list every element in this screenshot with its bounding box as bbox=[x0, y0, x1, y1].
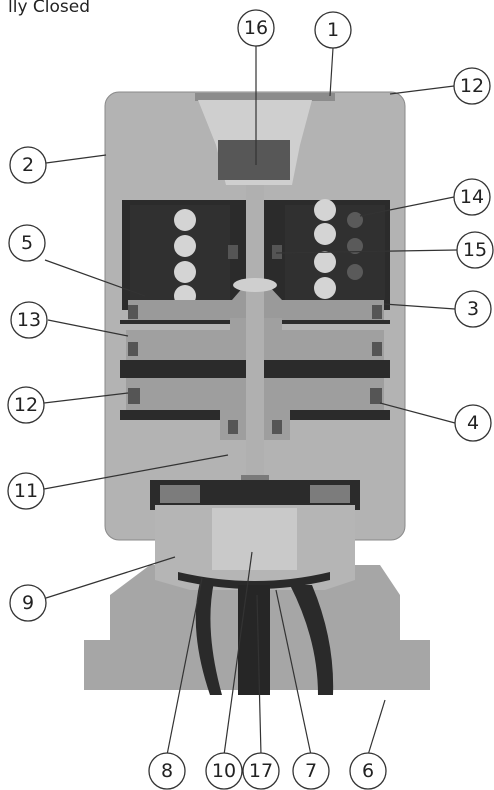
callout-11 bbox=[7, 472, 45, 510]
callout-label-9: 9 bbox=[22, 592, 34, 614]
callout-2 bbox=[9, 146, 47, 184]
callout-label-4: 4 bbox=[467, 412, 479, 434]
spring-left bbox=[174, 209, 196, 307]
callout-label-14: 14 bbox=[460, 186, 484, 208]
stem bbox=[246, 185, 264, 475]
o-ring-seals bbox=[128, 245, 382, 434]
callout-12-top bbox=[453, 67, 491, 105]
callout-9 bbox=[9, 584, 47, 622]
callout-label-15: 15 bbox=[463, 239, 487, 261]
leader-lines bbox=[43, 46, 458, 756]
callout-6 bbox=[349, 752, 387, 790]
callout-label-12-top: 12 bbox=[460, 75, 484, 97]
callout-14 bbox=[453, 178, 491, 216]
callout-8 bbox=[148, 752, 186, 790]
callout-labels: 16 1 12 2 14 5 15 13 3 12 4 11 9 8 10 17… bbox=[14, 17, 487, 782]
callout-circles bbox=[7, 9, 494, 790]
side-tube bbox=[290, 585, 334, 695]
callout-10 bbox=[205, 752, 243, 790]
callout-label-13: 13 bbox=[17, 309, 41, 331]
top-cap bbox=[195, 93, 335, 101]
callout-5 bbox=[8, 224, 46, 262]
callout-1 bbox=[314, 11, 352, 49]
callout-3 bbox=[454, 290, 492, 328]
central-plug bbox=[212, 508, 297, 570]
callout-label-11: 11 bbox=[14, 480, 38, 502]
callout-label-17: 17 bbox=[249, 760, 273, 782]
diagram-title: lly Closed bbox=[8, 0, 90, 17]
callout-13 bbox=[10, 301, 48, 339]
callout-12-mid bbox=[7, 386, 45, 424]
spring-right bbox=[314, 199, 363, 299]
callout-15 bbox=[456, 231, 494, 269]
callout-label-10: 10 bbox=[212, 760, 236, 782]
callout-7 bbox=[292, 752, 330, 790]
center-tube bbox=[238, 585, 270, 695]
callout-17 bbox=[242, 752, 280, 790]
callout-label-3: 3 bbox=[467, 298, 479, 320]
callout-label-2: 2 bbox=[22, 154, 34, 176]
callout-label-1: 1 bbox=[327, 19, 339, 41]
callout-4 bbox=[454, 404, 492, 442]
callout-label-6: 6 bbox=[362, 760, 374, 782]
callout-label-5: 5 bbox=[21, 232, 33, 254]
callout-16 bbox=[237, 9, 275, 47]
callout-label-7: 7 bbox=[305, 760, 317, 782]
callout-label-16: 16 bbox=[244, 17, 268, 39]
callout-label-12-mid: 12 bbox=[14, 394, 38, 416]
callout-label-8: 8 bbox=[161, 760, 173, 782]
